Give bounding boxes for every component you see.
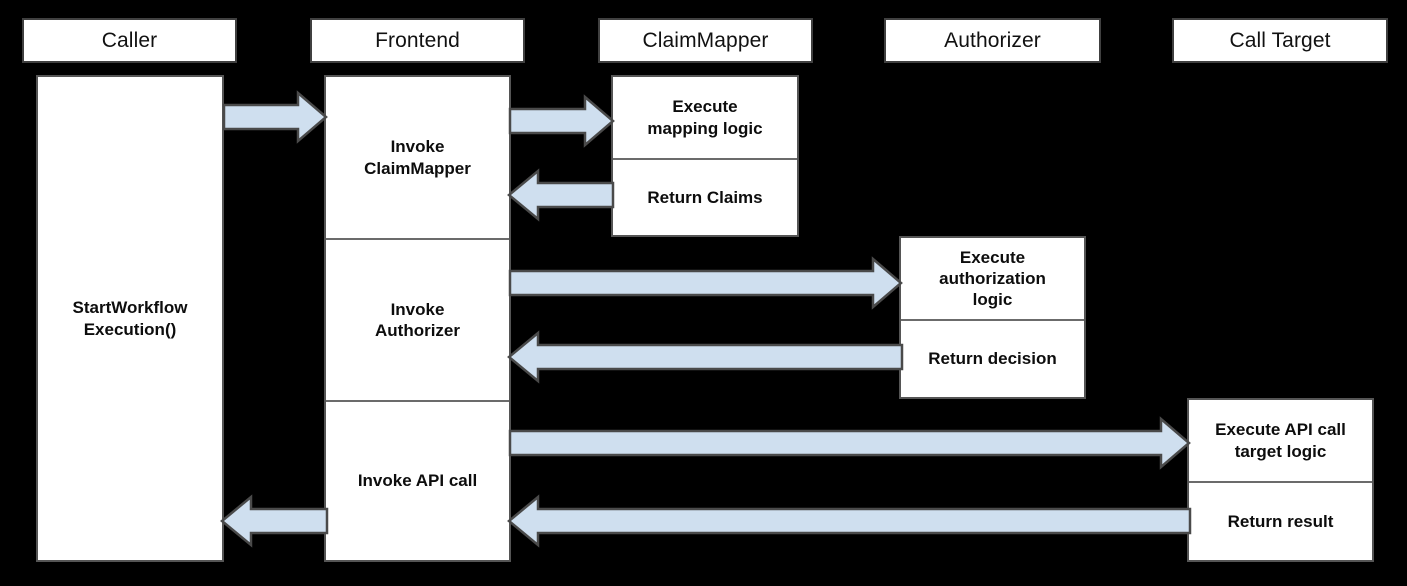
message-arrow-frontend-to-authorizer — [508, 256, 903, 310]
activation-cell-frontend-2: Invoke API call — [326, 400, 509, 560]
message-arrow-frontend-to-claimmapper — [508, 94, 615, 148]
lifeline-label-claimmapper: ClaimMapper — [642, 28, 769, 52]
lifeline-label-calltarget: Call Target — [1229, 28, 1331, 52]
message-arrow-claimmapper-to-frontend — [507, 168, 615, 222]
lifeline-label-frontend: Frontend — [375, 28, 460, 52]
activation-cell-label: Return decision — [928, 349, 1057, 369]
activation-cell-authorizer-1: Return decision — [901, 319, 1084, 397]
activation-cell-label: Invoke API call — [357, 471, 478, 491]
lifeline-label-caller: Caller — [101, 28, 158, 52]
lifeline-header-authorizer: Authorizer — [884, 18, 1101, 63]
activation-cell-label: Return result — [1227, 511, 1334, 531]
activation-cell-calltarget-1: Return result — [1189, 481, 1372, 560]
lifeline-header-calltarget: Call Target — [1172, 18, 1388, 63]
activation-cell-claimmapper-1: Return Claims — [613, 158, 797, 235]
activation-cell-label: Return Claims — [647, 187, 763, 207]
message-arrow-caller-to-frontend — [222, 90, 328, 144]
lifeline-header-caller: Caller — [22, 18, 237, 63]
message-arrow-authorizer-to-frontend — [507, 330, 904, 384]
lifeline-header-frontend: Frontend — [310, 18, 525, 63]
lifeline-header-claimmapper: ClaimMapper — [598, 18, 813, 63]
message-arrow-calltarget-to-frontend — [507, 494, 1192, 548]
message-arrow-frontend-to-calltarget — [508, 416, 1191, 470]
message-arrow-frontend-to-caller — [220, 494, 329, 548]
lifeline-label-authorizer: Authorizer — [944, 28, 1041, 52]
